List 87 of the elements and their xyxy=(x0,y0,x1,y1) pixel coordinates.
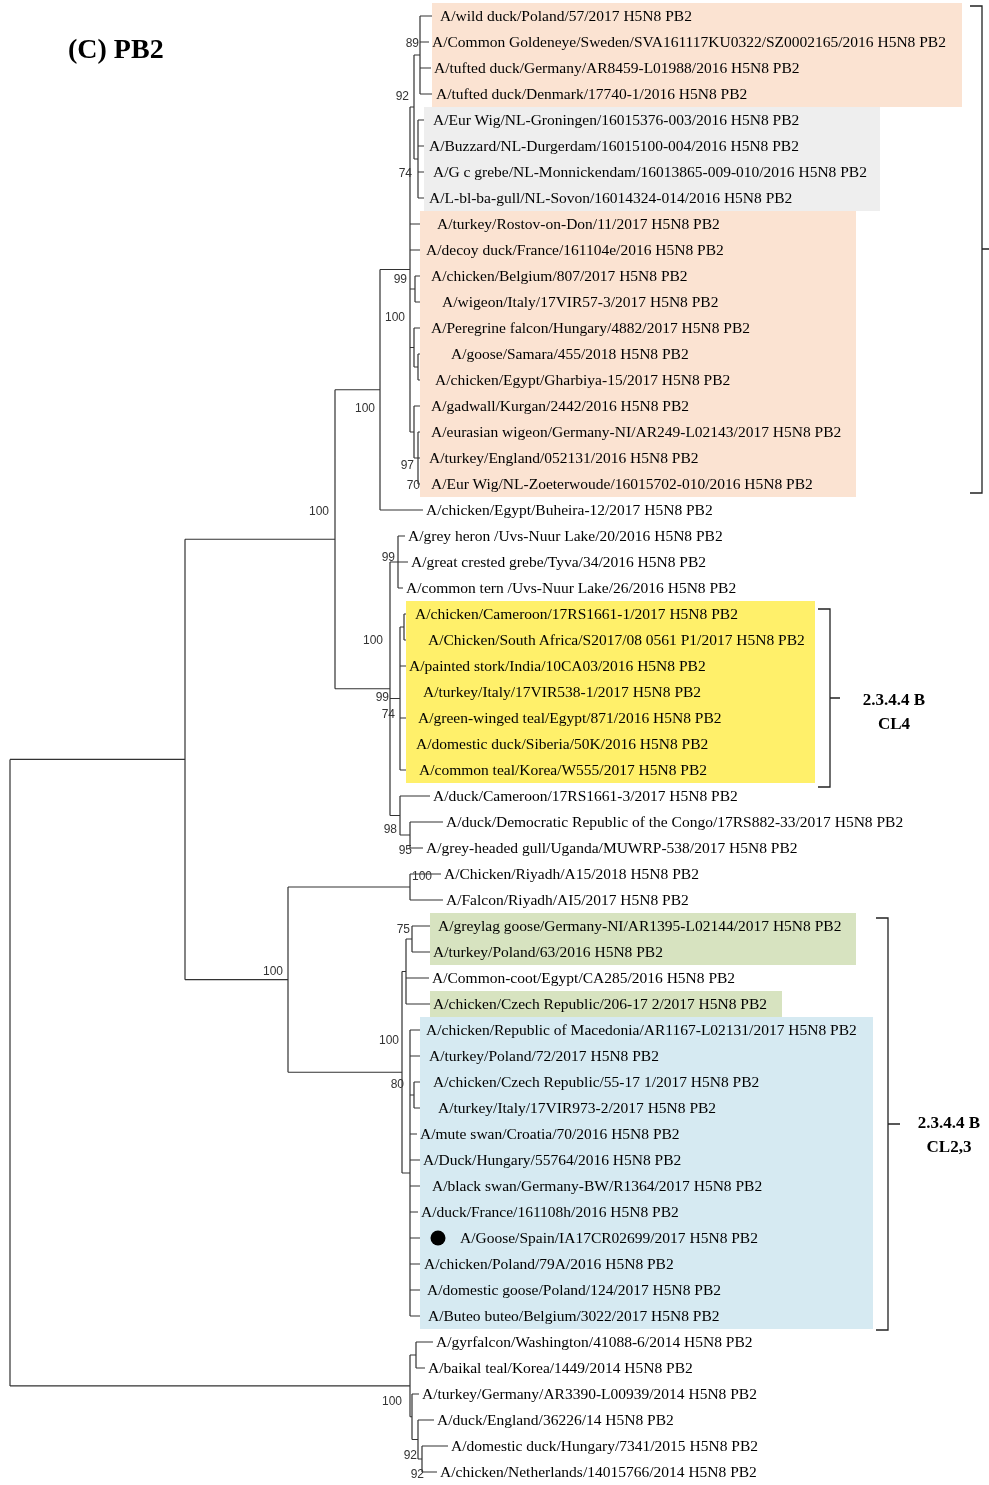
taxon-label: A/chicken/Egypt/Buheira-12/2017 H5N8 PB2 xyxy=(426,501,713,519)
taxon-label: A/chicken/Egypt/Gharbiya-15/2017 H5N8 PB2 xyxy=(435,371,731,389)
taxon-label: A/Duck/Hungary/55764/2016 H5N8 PB2 xyxy=(423,1151,682,1169)
taxon-label: A/gyrfalcon/Washington/41088-6/2014 H5N8 PB2 xyxy=(436,1333,753,1351)
taxon-label: A/turkey/Poland/63/2016 H5N8 PB2 xyxy=(433,943,663,961)
taxon-label: A/Eur Wig/NL-Groningen/16015376-003/2016 H5N8 PB2 xyxy=(433,111,800,129)
panel-title: (C) PB2 xyxy=(68,32,164,66)
bootstrap-value: 95 xyxy=(398,843,412,857)
taxon-label: A/Eur Wig/NL-Zoeterwoude/16015702-010/2016 H5N8 PB2 xyxy=(431,475,813,493)
taxon-label: A/wigeon/Italy/17VIR57-3/2017 H5N8 PB2 xyxy=(442,293,719,311)
taxon-label: A/turkey/Italy/17VIR538-1/2017 H5N8 PB2 xyxy=(423,683,702,701)
taxon-label: A/green-winged teal/Egypt/871/2016 H5N8 PB2 xyxy=(418,709,722,727)
taxon-label: A/turkey/Germany/AR3390-L00939/2014 H5N8 PB2 xyxy=(422,1385,757,1403)
taxon-label: A/chicken/Netherlands/14015766/2014 H5N8 PB2 xyxy=(440,1463,757,1481)
bootstrap-value: 92 xyxy=(403,1448,417,1462)
bootstrap-value: 100 xyxy=(362,633,383,647)
taxon-label: A/chicken/Cameroon/17RS1661-1/2017 H5N8 PB2 xyxy=(415,605,738,623)
taxon-label: A/chicken/Poland/79A/2016 H5N8 PB2 xyxy=(424,1255,674,1273)
taxon-label: A/Common-coot/Egypt/CA285/2016 H5N8 PB2 xyxy=(432,969,736,987)
taxon-label: A/black swan/Germany-BW/R1364/2017 H5N8 PB2 xyxy=(432,1177,763,1195)
taxon-label: A/L-bl-ba-gull/NL-Sovon/16014324-014/2016 H5N8 PB2 xyxy=(429,189,793,207)
taxon-label: A/chicken/Czech Republic/55-17 1/2017 H5N8 PB2 xyxy=(433,1073,760,1091)
taxon-label: A/turkey/England/052131/2016 H5N8 PB2 xyxy=(429,449,699,467)
taxon-label: A/great crested grebe/Tyva/34/2016 H5N8 PB2 xyxy=(411,553,707,571)
bootstrap-value: 70 xyxy=(406,478,420,492)
taxon-label: A/duck/England/36226/14 H5N8 PB2 xyxy=(437,1411,674,1429)
taxon-label: A/gadwall/Kurgan/2442/2016 H5N8 PB2 xyxy=(431,397,690,415)
taxon-label: A/Common Goldeneye/Sweden/SVA161117KU0322/SZ0002165/2016 H5N8 PB2 xyxy=(432,33,946,51)
taxon-label: A/Chicken/Riyadh/A15/2018 H5N8 PB2 xyxy=(444,865,699,883)
taxon-label: A/G c grebe/NL-Monnickendam/16013865-009-010/2016 H5N8 PB2 xyxy=(433,163,867,181)
bootstrap-value: 100 xyxy=(381,1394,402,1408)
highlight-band xyxy=(420,1017,873,1329)
taxon-label: A/eurasian wigeon/Germany-NI/AR249-L02143/2017 H5N8 PB2 xyxy=(431,423,842,441)
bootstrap-value: 97 xyxy=(400,458,414,472)
bootstrap-value: 100 xyxy=(378,1033,399,1047)
taxon-label: A/chicken/Belgium/807/2017 H5N8 PB2 xyxy=(431,267,688,285)
taxon-label: A/mute swan/Croatia/70/2016 H5N8 PB2 xyxy=(420,1125,680,1143)
highlight-band xyxy=(430,991,782,1017)
clade-label: 2.3.4.4 B CL4 xyxy=(861,689,927,735)
taxon-label: A/chicken/Czech Republic/206-17 2/2017 H5N8 PB2 xyxy=(433,995,768,1013)
taxon-label: A/goose/Samara/455/2018 H5N8 PB2 xyxy=(451,345,689,363)
bootstrap-value: 100 xyxy=(354,401,375,415)
bootstrap-value: 100 xyxy=(384,310,405,324)
taxon-label: A/tufted duck/Germany/AR8459-L01988/2016 H5N8 PB2 xyxy=(434,59,800,77)
taxon-label: A/tufted duck/Denmark/17740-1/2016 H5N8 PB2 xyxy=(436,85,748,103)
bootstrap-value: 92 xyxy=(395,89,409,103)
highlight-band xyxy=(432,3,962,107)
taxon-label: A/baikal teal/Korea/1449/2014 H5N8 PB2 xyxy=(428,1359,693,1377)
taxon-label: A/grey-headed gull/Uganda/MUWRP-538/2017 H5N8 PB2 xyxy=(426,839,798,857)
taxon-label: A/Buteo buteo/Belgium/3022/2017 H5N8 PB2 xyxy=(428,1307,720,1325)
taxon-label: A/duck/Democratic Republic of the Congo/17RS882-33/2017 H5N8 PB2 xyxy=(446,813,904,831)
highlight-band xyxy=(424,107,880,211)
taxon-label: A/duck/Cameroon/17RS1661-3/2017 H5N8 PB2 xyxy=(433,787,738,805)
taxon-label: A/turkey/Italy/17VIR973-2/2017 H5N8 PB2 xyxy=(438,1099,717,1117)
taxon-label: A/duck/France/161108h/2016 H5N8 PB2 xyxy=(421,1203,679,1221)
bootstrap-value: 92 xyxy=(410,1467,424,1481)
taxon-label: A/painted stork/India/10CA03/2016 H5N8 PB2 xyxy=(409,657,706,675)
bootstrap-value: 100 xyxy=(308,504,329,518)
bootstrap-value: 100 xyxy=(262,964,283,978)
highlight-band xyxy=(420,211,856,497)
taxon-label: A/Buzzard/NL-Durgerdam/16015100-004/2016 H5N8 PB2 xyxy=(429,137,799,155)
taxon-label: A/domestic goose/Poland/124/2017 H5N8 PB2 xyxy=(427,1281,722,1299)
bootstrap-value: 99 xyxy=(381,550,395,564)
taxon-label: A/domestic duck/Siberia/50K/2016 H5N8 PB2 xyxy=(416,735,709,753)
bootstrap-value: 75 xyxy=(396,922,410,936)
taxon-label: A/common tern /Uvs-Nuur Lake/26/2016 H5N8 PB2 xyxy=(406,579,737,597)
taxon-label: A/greylag goose/Germany-NI/AR1395-L02144/2017 H5N8 PB2 xyxy=(438,917,842,935)
taxon-label: A/Peregrine falcon/Hungary/4882/2017 H5N8 PB2 xyxy=(431,319,750,337)
taxon-label: A/Goose/Spain/IA17CR02699/2017 H5N8 PB2 xyxy=(460,1229,758,1247)
highlight-band xyxy=(406,601,815,783)
bootstrap-value: 89 xyxy=(405,36,419,50)
bootstrap-value: 98 xyxy=(383,822,397,836)
bootstrap-value: 99 xyxy=(375,690,389,704)
bootstrap-value: 100 xyxy=(411,869,432,883)
highlight-band xyxy=(430,913,856,965)
taxon-label: A/grey heron /Uvs-Nuur Lake/20/2016 H5N8 PB2 xyxy=(408,527,723,545)
taxon-label: A/domestic duck/Hungary/7341/2015 H5N8 PB2 xyxy=(451,1437,758,1455)
taxon-label: A/wild duck/Poland/57/2017 H5N8 PB2 xyxy=(440,7,692,25)
taxon-label: A/turkey/Rostov-on-Don/11/2017 H5N8 PB2 xyxy=(437,215,720,233)
taxon-label: A/Falcon/Riyadh/AI5/2017 H5N8 PB2 xyxy=(446,891,689,909)
taxon-label: A/common teal/Korea/W555/2017 H5N8 PB2 xyxy=(419,761,707,779)
taxon-label: A/decoy duck/France/161104e/2016 H5N8 PB2 xyxy=(426,241,724,259)
clade-label: 2.3.4.4 B CL2,3 xyxy=(916,1112,982,1158)
taxon-label: A/chicken/Republic of Macedonia/AR1167-L02131/2017 H5N8 PB2 xyxy=(426,1021,857,1039)
taxon-label: A/Chicken/South Africa/S2017/08 0561 P1/2017 H5N8 PB2 xyxy=(428,631,805,649)
bootstrap-value: 99 xyxy=(393,272,407,286)
taxon-label: A/turkey/Poland/72/2017 H5N8 PB2 xyxy=(429,1047,659,1065)
